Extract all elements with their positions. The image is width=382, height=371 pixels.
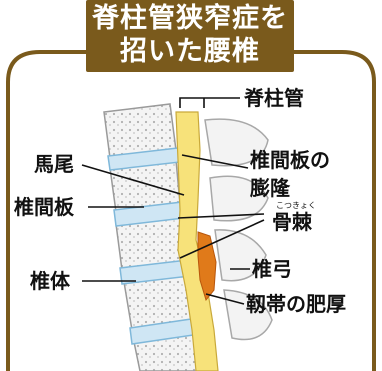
label-osteophyte: 骨棘 [272, 210, 312, 234]
label-ligament-hypertrophy: 靱帯の肥厚 [246, 292, 346, 316]
label-vertebral-arch: 椎弓 [252, 257, 292, 281]
spinal-canal-bracket [180, 98, 240, 108]
label-disc-bulge-line1: 椎間板の [250, 148, 330, 172]
label-vertebral-body: 椎体 [30, 269, 70, 293]
label-cauda-equina: 馬尾 [34, 152, 74, 176]
title-box: 脊柱管狭窄症を 招いた腰椎 [86, 0, 294, 72]
label-spinal-canal: 脊柱管 [244, 86, 304, 110]
title-line-1: 脊柱管狭窄症を [86, 3, 294, 35]
title-line-2: 招いた腰椎 [86, 36, 294, 68]
label-disc: 椎間板 [14, 195, 74, 219]
label-disc-bulge-line2: 膨隆 [250, 176, 290, 200]
label-osteophyte-ruby: こつきょく [276, 201, 316, 210]
